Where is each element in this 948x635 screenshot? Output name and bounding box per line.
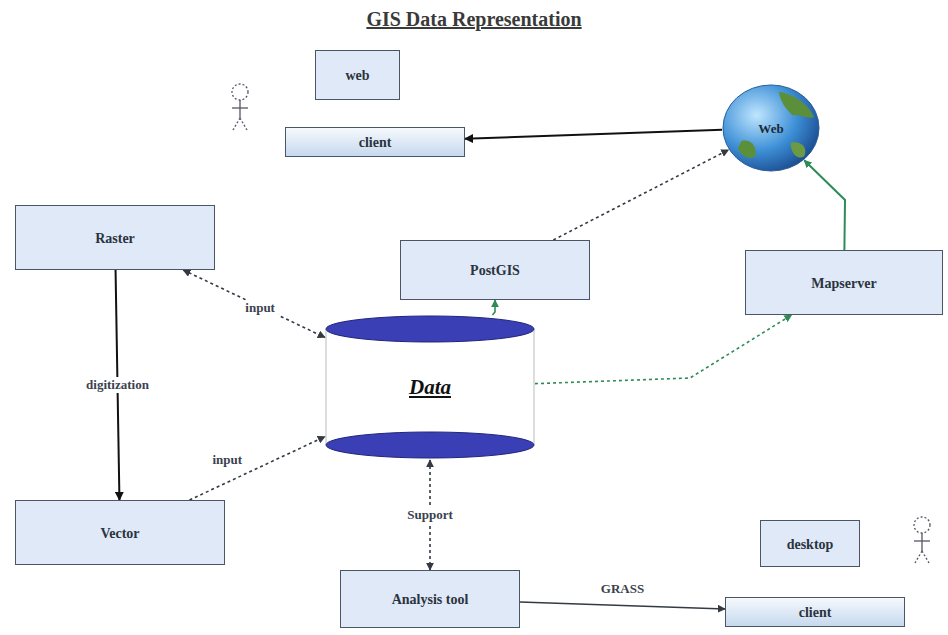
node-label: Mapserver: [811, 276, 876, 292]
node-label: Vector: [100, 526, 139, 542]
process-box: Mapserver: [745, 250, 943, 315]
node-text-group: Analysis tool: [392, 590, 469, 608]
node-label: Analysis tool: [392, 592, 469, 608]
edge-label: input: [209, 452, 245, 468]
edge-label: digitization: [83, 377, 152, 393]
diagram-title: GIS Data Representation: [366, 8, 581, 30]
node-text-group: PostGIS: [470, 261, 520, 279]
node-label: client: [359, 135, 392, 151]
connector-arrow: [492, 300, 495, 315]
connector-arrow: [520, 602, 725, 609]
node-text-group: client: [359, 133, 392, 151]
client-box: client: [725, 597, 905, 627]
process-box: Raster: [15, 205, 215, 270]
node-text-group: desktop: [787, 535, 834, 553]
person-icon: [914, 517, 930, 563]
process-box: Vector: [15, 500, 225, 565]
node-text-group: Mapserver: [811, 274, 876, 292]
node-label: web: [345, 68, 369, 84]
edge-label: Support: [404, 507, 456, 523]
web-box: web: [315, 50, 400, 100]
node-text-group: client: [799, 603, 832, 621]
connector-arrow: [535, 315, 792, 384]
connector-arrow: [465, 130, 722, 139]
process-box: Analysis tool: [340, 570, 520, 628]
node-text-group: web: [345, 66, 369, 84]
client-box: client: [285, 127, 465, 157]
person-icon: [232, 84, 248, 130]
connector-arrow: [183, 270, 325, 338]
connector-arrow: [189, 437, 325, 500]
process-box: PostGIS: [400, 240, 590, 300]
node-text-group: Raster: [95, 229, 135, 247]
connector-arrow: [804, 160, 845, 250]
diagram-title-row: GIS Data Representation: [0, 8, 948, 31]
node-label: Web: [758, 121, 783, 137]
node-text-group: Data: [409, 375, 451, 400]
edge-label: input: [242, 300, 278, 316]
database-cylinder: Data: [325, 315, 535, 460]
node-label: client: [799, 605, 832, 621]
node-label: desktop: [787, 537, 834, 553]
edge-label: GRASS: [598, 581, 647, 597]
node-label: Raster: [95, 231, 135, 247]
connector-arrow: [553, 150, 728, 240]
node-text-group: Web: [758, 119, 783, 137]
node-label: PostGIS: [470, 263, 520, 279]
desktop-box: desktop: [760, 520, 860, 567]
node-label: Data: [409, 375, 451, 400]
web-globe: Web: [722, 84, 820, 172]
node-text-group: Vector: [100, 524, 139, 542]
